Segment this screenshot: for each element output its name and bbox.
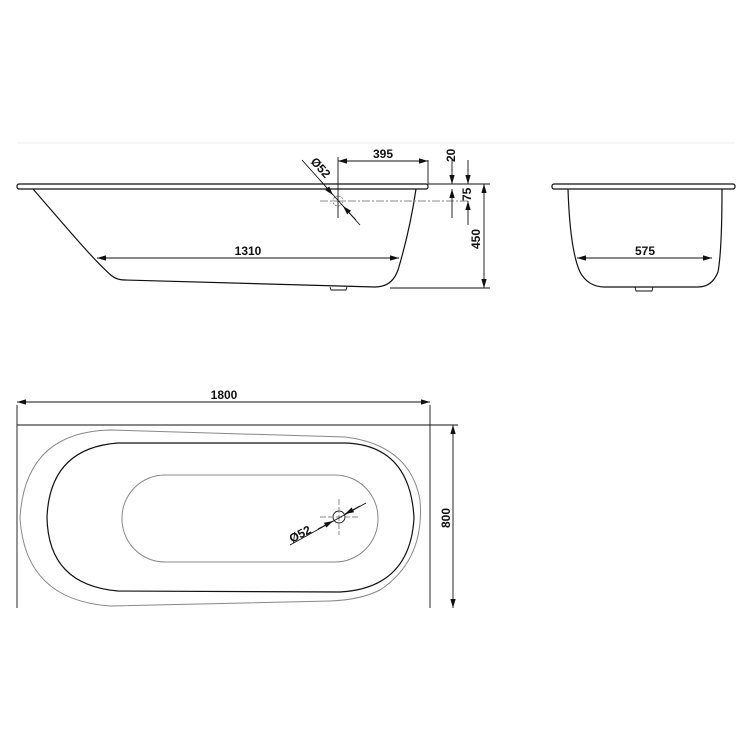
top-view: 1800 800 Ø52 [16, 388, 458, 608]
side-drain [329, 286, 348, 291]
drain-arrow [317, 520, 334, 530]
dimension-1800-label: 1800 [211, 388, 238, 402]
dimension-1310-label: 1310 [235, 244, 262, 258]
top-floor-outline [121, 474, 379, 563]
top-basin-outline [46, 442, 415, 593]
overflow-arrow [342, 205, 357, 221]
dimension-20-label: 20 [444, 148, 458, 162]
dimension-75-label: 75 [460, 187, 474, 201]
drain-diameter-label: Ø52 [287, 522, 314, 545]
side-view: 395 Ø52 20 75 450 1310 [16, 147, 490, 291]
dimension-450-label: 450 [469, 229, 483, 249]
overflow-arrow [319, 179, 334, 196]
end-drain [634, 286, 654, 292]
dimension-800-label: 800 [439, 508, 453, 528]
end-rim [551, 183, 736, 190]
dimension-575-label: 575 [635, 244, 655, 258]
dimension-395-label: 395 [373, 147, 393, 161]
end-view: 575 [551, 183, 736, 292]
end-body-outline [567, 188, 723, 288]
overflow-diameter-label: Ø52 [308, 155, 334, 181]
side-body-outline [32, 188, 417, 288]
drain-arrow [344, 505, 361, 515]
top-rim-outline [19, 429, 421, 607]
side-rim [16, 183, 429, 190]
